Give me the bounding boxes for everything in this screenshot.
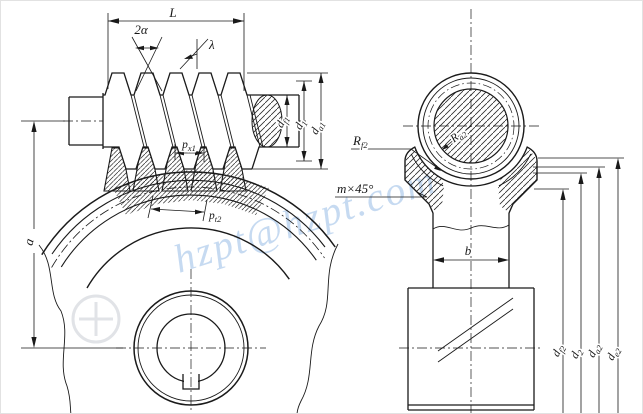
label-R-f2: Rf2 — [352, 133, 368, 150]
dim-rim-chamfer: m×45° — [335, 179, 428, 198]
side-view-worm-wheel-section — [399, 9, 543, 413]
dim-wheel-tip-diameter: da2 — [533, 166, 607, 413]
dim-wheel-reference-diameter: d2 — [533, 172, 588, 413]
dim-wheel-width: b — [433, 241, 509, 263]
label-p-t2: pt2 — [208, 210, 222, 224]
rim-hatch-right — [498, 147, 537, 211]
dim-profile-angle: 2α — [131, 20, 163, 92]
dim-L: L — [107, 3, 245, 91]
label-2alpha: 2α — [134, 22, 149, 37]
faint-plus-mark — [71, 294, 121, 344]
worm-top-threads — [103, 72, 299, 96]
label-lambda: λ — [208, 37, 215, 52]
label-chamfer: m×45° — [337, 181, 373, 196]
label-a: a — [21, 236, 37, 247]
dim-centre-distance: a — [19, 120, 123, 349]
dim-wheel-transverse-pitch: pt2 — [147, 195, 224, 226]
label-d-e2: de2 — [605, 344, 624, 363]
label-d-2: d2 — [569, 346, 586, 362]
worm-break-section — [251, 94, 283, 148]
dim-wheel-root-diameter: df2 — [534, 188, 570, 413]
rim-hatch-left — [405, 147, 444, 211]
label-d-a2: da2 — [586, 341, 605, 361]
front-view-worm — [63, 72, 306, 170]
label-L: L — [168, 5, 176, 20]
wheel-break-right — [296, 243, 339, 413]
label-d-a1: da1 — [309, 118, 328, 137]
label-d-f2: df2 — [550, 342, 569, 360]
wheel-break-left — [38, 244, 72, 413]
keyway — [182, 374, 200, 390]
dim-worm-axial-pitch: px1 — [174, 137, 205, 162]
dim-root-fillet-radius: Rf2 — [350, 131, 441, 171]
front-view-dimensions: L 2α λ df1 d1 — [19, 3, 329, 349]
worm-bottom-threads — [103, 146, 299, 170]
dim-lead-angle: λ — [179, 35, 217, 70]
front-view-worm-wheel — [38, 147, 339, 413]
label-p-x1: px1 — [181, 139, 196, 153]
label-b: b — [465, 243, 472, 258]
